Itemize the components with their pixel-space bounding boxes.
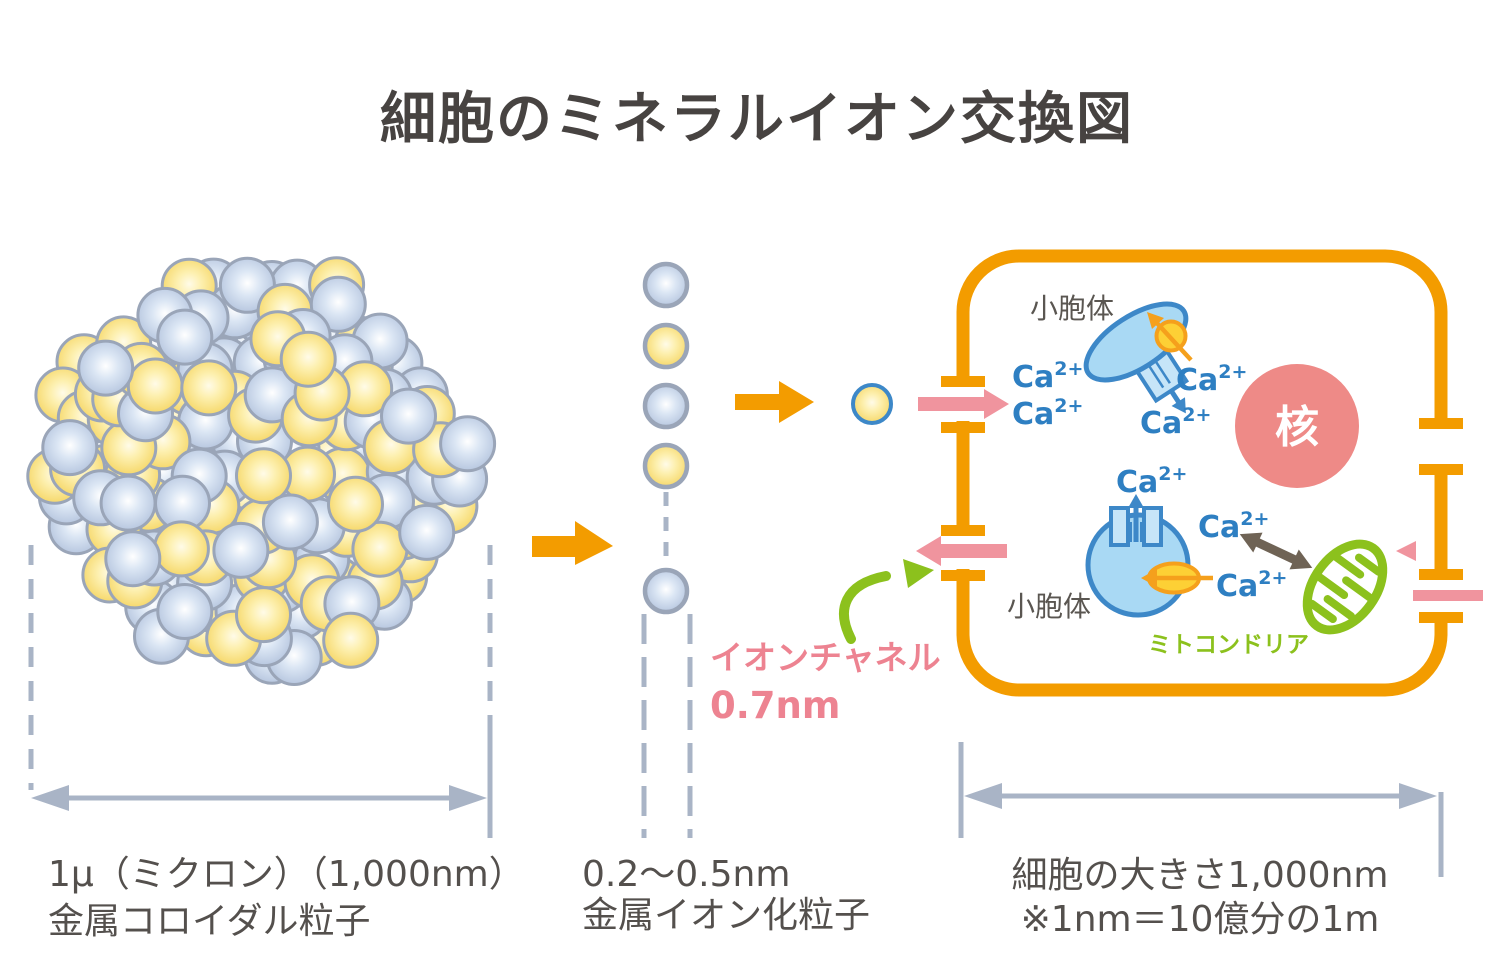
- colloid-sphere: [156, 583, 214, 640]
- cell-size-label: 細胞の大きさ1,000nm: [1012, 855, 1389, 896]
- colloid-sphere: [439, 415, 497, 473]
- ion-size-label: 0.2〜0.5nm: [582, 854, 790, 895]
- cluster-type-label: 金属コロイダル粒子: [48, 901, 371, 942]
- colloid-sphere: [212, 521, 270, 579]
- ion-sphere: [642, 322, 690, 370]
- cell-body: 核 Ca2+Ca2+Ca2+Ca2+Ca2+Ca2+Ca2+ 小胞体 小胞体 ミ…: [839, 249, 1483, 697]
- cluster-measure: [31, 785, 487, 811]
- colloid-sphere: [398, 503, 456, 561]
- ion-inflow-arrow: [918, 389, 1009, 419]
- nucleus: [1235, 364, 1359, 488]
- cell-measure: [958, 742, 1444, 877]
- colloid-sphere: [261, 493, 319, 551]
- ca2plus-label: Ca2+: [1012, 395, 1083, 432]
- mitochondria: [1302, 539, 1388, 635]
- page-title: 細胞のミネラルイオン交換図: [380, 86, 1134, 152]
- ion-channel-label: イオンチャネル: [710, 638, 941, 677]
- transform-arrow-2: [735, 381, 814, 423]
- er-top: [1083, 301, 1193, 414]
- ca2plus-label: Ca2+: [1140, 404, 1211, 441]
- right-channel-flow-bar: [1413, 590, 1483, 601]
- colloid-sphere: [126, 357, 184, 415]
- colloidal-particle-cluster: [26, 256, 497, 686]
- ion-channel-pointer-arrow: [839, 571, 891, 644]
- colloid-sphere: [180, 359, 238, 417]
- colloid-sphere: [380, 387, 437, 445]
- nucleus-label: 核: [1275, 402, 1319, 453]
- colloid-sphere: [309, 275, 367, 333]
- ca2plus-label: Ca2+: [1176, 361, 1247, 398]
- colloid-sphere: [152, 520, 210, 578]
- ion-sphere: [642, 261, 690, 309]
- ionized-particle-column: [642, 261, 690, 615]
- colloid-sphere: [322, 611, 380, 669]
- ca-exchange-arrow: [1239, 532, 1313, 570]
- ca2plus-label: Ca2+: [1216, 567, 1287, 604]
- ca2plus-label: Ca2+: [1198, 508, 1269, 545]
- ion-outflow-arrow: [916, 536, 1007, 566]
- ion-channel-bars: [941, 376, 1463, 623]
- nm-note-label: ※1nm＝10億分の1m: [1021, 899, 1380, 940]
- colloid-sphere: [235, 447, 292, 505]
- ion-sphere: [642, 382, 690, 430]
- colloid-sphere: [279, 330, 337, 388]
- colloid-sphere: [156, 308, 214, 366]
- ca2plus-label: Ca2+: [1116, 463, 1187, 500]
- colloid-sphere: [327, 475, 384, 533]
- ion-sphere: [642, 567, 690, 615]
- ion-type-label: 金属イオン化粒子: [582, 895, 870, 936]
- membrane-gap-3: [1422, 429, 1460, 464]
- cluster-size-label: 1μ（ミクロン）（1,000nm）: [48, 854, 525, 895]
- ca2plus-label: Ca2+: [1012, 358, 1083, 395]
- er-bottom-label: 小胞体: [1007, 590, 1091, 623]
- ion-channel-size: 0.7nm: [710, 684, 840, 727]
- ion-channel-pointer-arrowhead: [903, 559, 934, 588]
- mitochondria-inflow-arrowhead: [1396, 541, 1416, 561]
- colloid-sphere: [104, 530, 162, 588]
- ion-sphere: [642, 442, 690, 490]
- free-ion-particle: [851, 383, 893, 425]
- er-top-label: 小胞体: [1030, 292, 1114, 325]
- ca-labels: Ca2+Ca2+Ca2+Ca2+Ca2+Ca2+Ca2+: [1012, 358, 1287, 604]
- colloid-sphere: [99, 474, 157, 532]
- er-bottom: [1085, 494, 1213, 618]
- colloid-sphere: [41, 419, 99, 477]
- transform-arrow-1: [532, 521, 613, 565]
- colloid-sphere: [235, 586, 292, 644]
- colloid-sphere: [77, 339, 135, 397]
- mitochondria-label: ミトコンドリア: [1148, 632, 1309, 658]
